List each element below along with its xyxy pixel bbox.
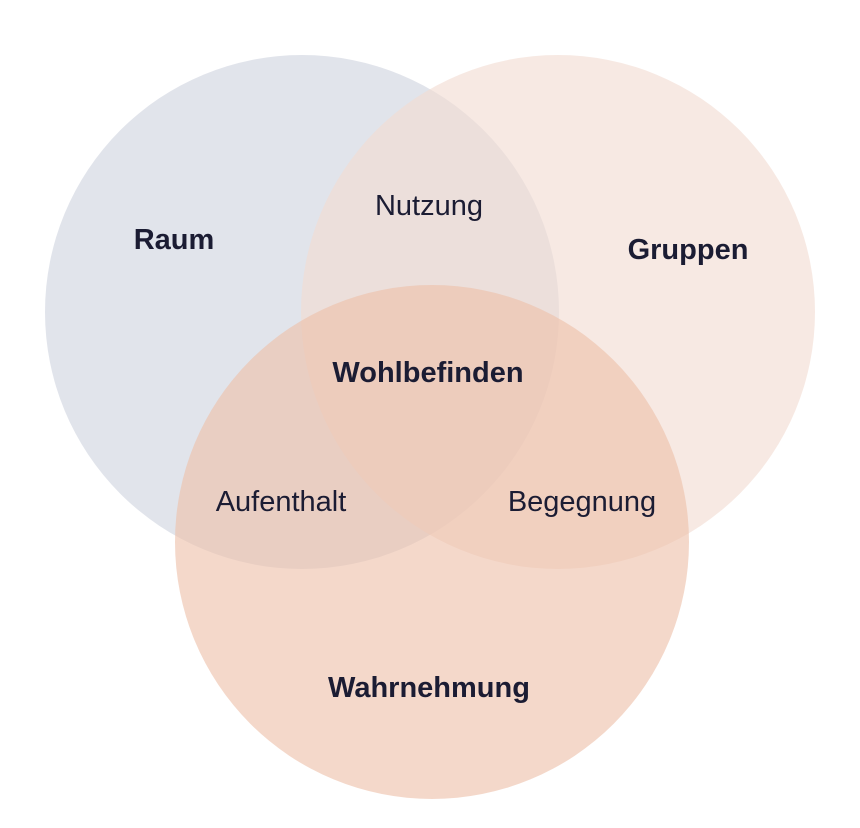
label-gruppen: Gruppen <box>628 234 749 266</box>
label-wahrnehmung: Wahrnehmung <box>328 672 530 704</box>
circle-wahrnehmung <box>175 285 689 799</box>
label-nutzung: Nutzung <box>375 190 483 222</box>
label-begegnung: Begegnung <box>508 486 656 518</box>
label-aufenthalt: Aufenthalt <box>216 486 347 518</box>
label-raum: Raum <box>134 224 215 256</box>
label-wohlbefinden: Wohlbefinden <box>332 357 523 389</box>
